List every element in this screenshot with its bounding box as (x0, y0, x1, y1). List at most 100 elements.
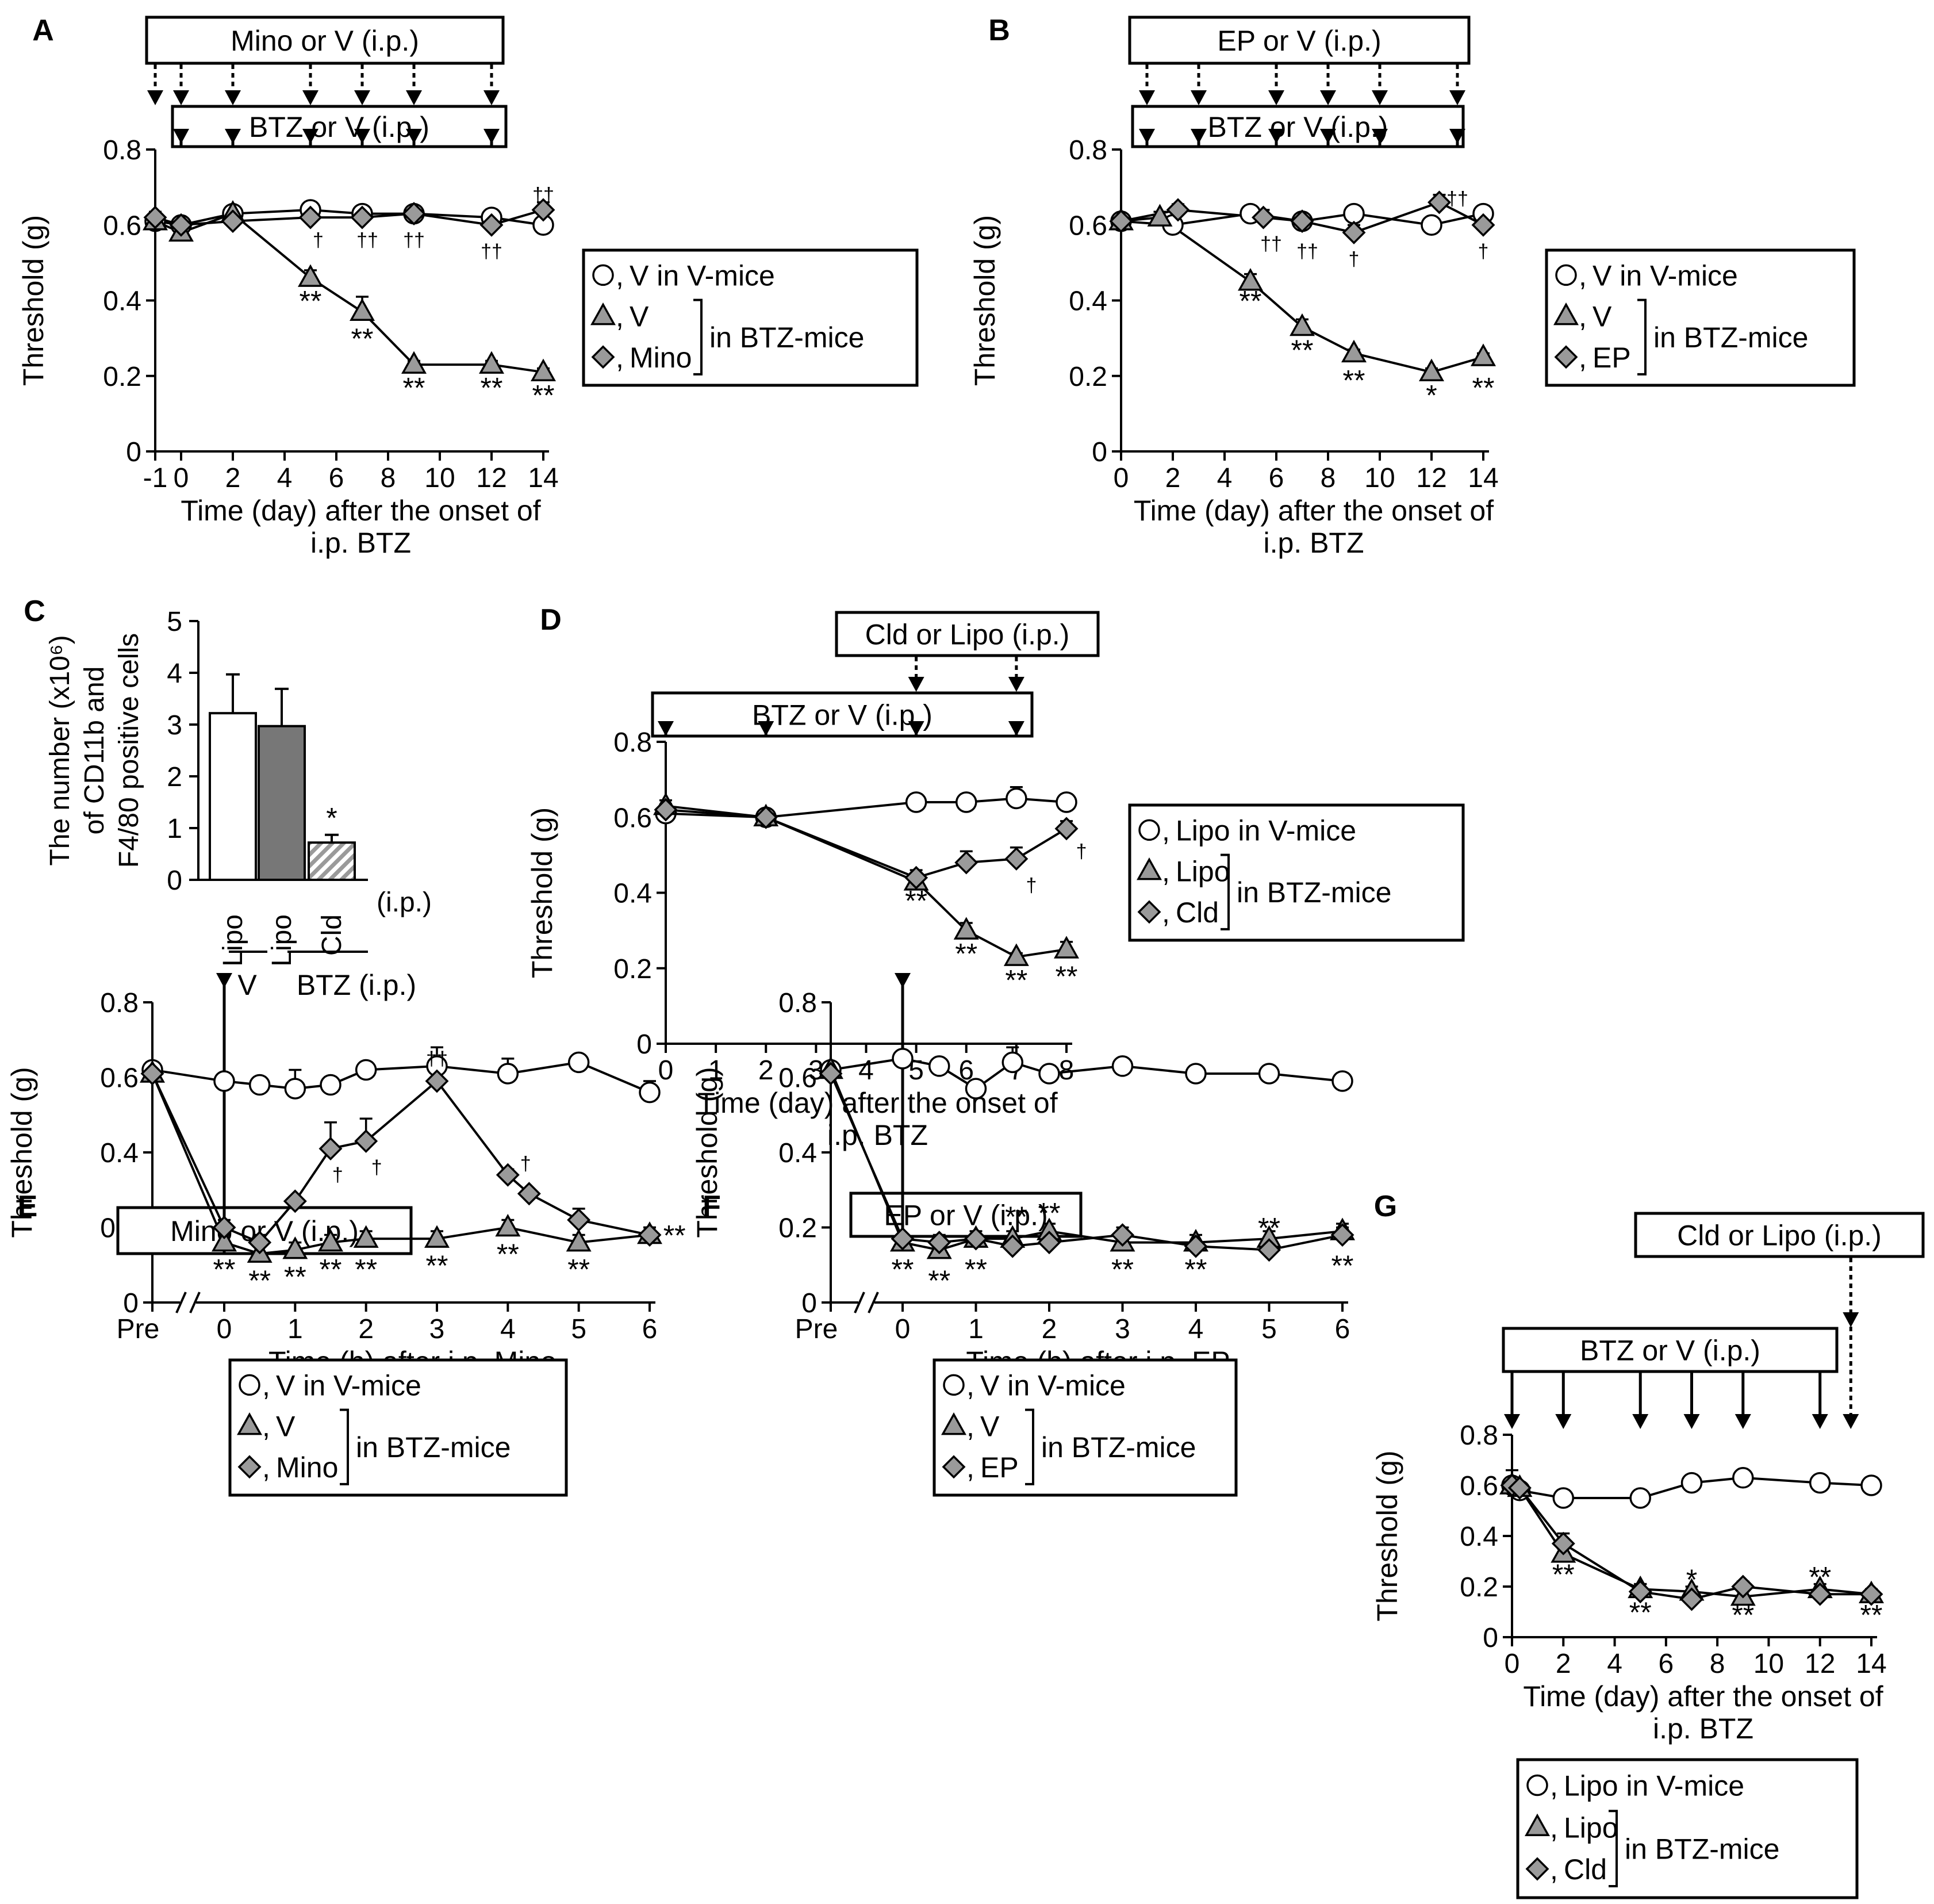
treatment-box-mid-label: BTZ or V (i.p.) (752, 699, 933, 731)
y-tick-label: 0.4 (103, 286, 141, 317)
solid-arrow (1683, 1373, 1700, 1429)
x-tick-label: 1 (968, 1314, 984, 1344)
treatment-box-mid (651, 691, 1034, 738)
x-tick-label-pre: Pre (117, 1314, 160, 1344)
asterisk-mark: ** (497, 1238, 519, 1270)
y-axis-label: Threshold (g) (691, 1067, 723, 1238)
solid-arrow (908, 721, 924, 737)
significance-marks: **********††††††††† (300, 184, 555, 411)
x-tick-label: 3 (1115, 1314, 1130, 1344)
series-line-circle (152, 1061, 650, 1094)
asterisk-mark: * (1686, 1564, 1697, 1596)
dagger-mark: † (313, 229, 324, 251)
data-point-diamond (1731, 1574, 1755, 1599)
arrow-head-icon (302, 90, 319, 105)
treatment-box-label: EP or V (i.p.) (884, 1200, 1047, 1232)
treatment-box-top-label: EP or V (i.p.) (1217, 25, 1381, 57)
data-point-diamond (567, 1208, 591, 1232)
significance-marks: ******************††††† (213, 1048, 686, 1297)
series-line-circle (830, 1057, 1343, 1090)
arrow-head-icon (908, 677, 924, 692)
legend-label-triangle: Lipo (1564, 1811, 1618, 1844)
data-point-circle (965, 1078, 987, 1100)
arrow-head-icon (302, 129, 319, 144)
treatment-box-mid-label: BTZ or V (i.p.) (1208, 111, 1388, 143)
data-point-diamond (904, 865, 928, 890)
legend-marker-circle (592, 264, 614, 286)
data-point-circle (355, 1059, 377, 1081)
x-axis-label: i.p. BTZ (827, 1119, 928, 1151)
dotted-arrow (225, 64, 241, 105)
data-point-triangle (282, 1236, 308, 1259)
y-tick-label: 0 (636, 1029, 652, 1060)
treatment-box-top (145, 16, 505, 65)
solid-arrow (1735, 1373, 1751, 1429)
y-tick-label: 0 (1092, 437, 1107, 468)
legend-marker-diamond (942, 1455, 966, 1479)
treatment-schedule: Cld or Lipo (i.p.)BTZ or V (i.p.) (651, 611, 1100, 738)
solid-arrow (1008, 721, 1024, 737)
dagger-mark: †† (1446, 188, 1468, 210)
y-tick-label: 0.4 (778, 1138, 817, 1169)
x-axis-label: Time (day) after the onset of (181, 495, 540, 527)
legend-comma: , (616, 342, 624, 374)
y-axis-label: Threshold (g) (6, 1067, 38, 1238)
asterisk-mark: ** (1732, 1599, 1754, 1631)
legend-marker-circle (239, 1374, 260, 1396)
arrow-head-icon (1683, 1414, 1700, 1429)
data-point-diamond (927, 1231, 951, 1255)
arrow-head-icon (1735, 1414, 1751, 1429)
asterisk-mark: ** (1005, 964, 1027, 996)
data-point-diamond (402, 202, 426, 226)
dagger-mark: †† (1260, 233, 1282, 255)
legend-marker-triangle (590, 302, 616, 325)
panel-d: D00.20.40.60.8012345678Time (day) after … (526, 603, 1465, 1151)
x-tick-label: 12 (1416, 463, 1446, 493)
x-axis-label: i.p. BTZ (1653, 1713, 1753, 1745)
solid-arrow (216, 973, 232, 1255)
data-point-circle (1629, 1487, 1651, 1509)
arrow-head-icon (1449, 90, 1465, 105)
asterisk-mark: ** (663, 1220, 686, 1252)
data-point-triangle (1003, 943, 1029, 966)
legend-label-circle: V in V-mice (980, 1369, 1126, 1401)
data-point-diamond (1252, 205, 1275, 229)
arrow-head-icon (1191, 90, 1207, 105)
asterisk-mark: ** (355, 1253, 377, 1285)
data-point-diamond (1184, 1234, 1208, 1258)
x-tick-label: 12 (1805, 1649, 1835, 1679)
legend-label-diamond: Cld (1564, 1853, 1607, 1886)
dagger-mark: †† (356, 229, 378, 251)
x-tick-label: 2 (225, 463, 241, 493)
asterisk-mark: ** (426, 1250, 448, 1282)
arrow-head-icon (1320, 90, 1336, 105)
x-tick-label: 10 (424, 463, 455, 493)
y-tick-label: 0.4 (1069, 286, 1107, 317)
x-tick-label: 2 (758, 1055, 774, 1086)
arrow-head-icon (406, 90, 422, 105)
data-point-triangle (318, 1229, 343, 1252)
data-point-circle (320, 1074, 341, 1096)
dotted-arrow (406, 64, 422, 105)
data-point-diamond (298, 205, 323, 229)
dagger-mark: †† (1296, 241, 1318, 263)
data-point-diamond (350, 205, 374, 229)
data-point-diamond (638, 1223, 662, 1247)
y-axis-label: Threshold (g) (526, 807, 558, 978)
legend-comma: , (966, 1411, 974, 1443)
solid-arrow (406, 129, 422, 148)
x-tick-label: -1 (143, 463, 168, 493)
asterisk-mark: ** (1111, 1253, 1134, 1285)
bar-category-label: Cld (317, 914, 347, 956)
legend-group-label: in BTZ-mice (1653, 321, 1808, 354)
legend-label-diamond: Mino (276, 1451, 338, 1484)
x-tick-label: 0 (1505, 1649, 1520, 1679)
data-point-triangle (1419, 358, 1444, 381)
data-point-diamond (1551, 1531, 1575, 1556)
arrow-head-icon (173, 90, 189, 105)
legend-comma: , (1550, 1770, 1558, 1802)
data-point-triangle (495, 1213, 521, 1237)
route-label: (i.p.) (377, 887, 432, 918)
